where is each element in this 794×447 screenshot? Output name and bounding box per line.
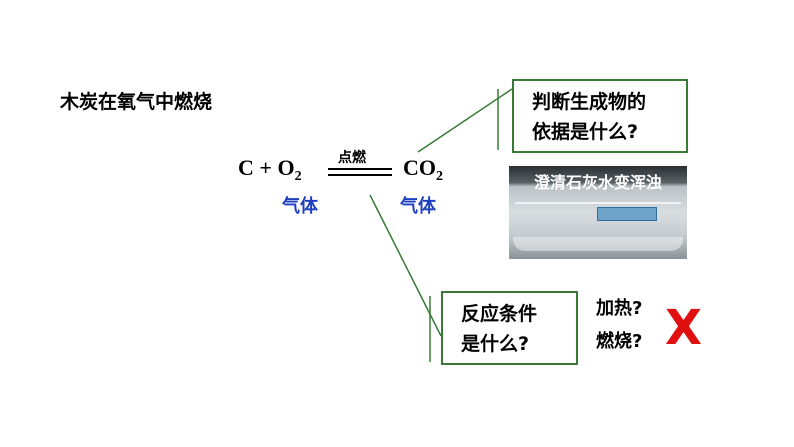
plus-sign: + (259, 155, 272, 180)
question-box-product: 判断生成物的 依据是什么? (512, 79, 688, 153)
equals-line-bottom (328, 174, 392, 176)
beaker-base (513, 237, 683, 251)
option-burning: 燃烧? (596, 331, 643, 352)
state-label-reactant: 气体 (282, 196, 318, 217)
question-condition-line1: 反应条件 (461, 303, 538, 325)
question-product-line1: 判断生成物的 (532, 91, 647, 113)
limewater-photo: 澄清石灰水变浑浊 (509, 166, 687, 259)
equation-product: CO2 (403, 155, 443, 185)
reactant-oxygen: O (277, 155, 295, 180)
condition-options: 加热? 燃烧? (596, 292, 642, 358)
connector-line-top (417, 88, 513, 153)
beaker-rim (515, 202, 681, 204)
reaction-condition: 点燃 (338, 150, 366, 166)
co2-subscript: 2 (436, 169, 443, 184)
question-condition-line2: 是什么? (461, 333, 530, 355)
wrong-mark-icon: X (665, 300, 703, 356)
beaker-label (597, 207, 657, 221)
equation-reactants: C + O2 (238, 155, 302, 185)
slide-title: 木炭在氧气中燃烧 (60, 91, 213, 113)
option-heating: 加热? (596, 298, 643, 319)
state-label-product: 气体 (400, 196, 436, 217)
question-product-line2: 依据是什么? (532, 121, 639, 143)
connector-line-bottom (369, 194, 442, 337)
photo-caption: 澄清石灰水变浑浊 (533, 173, 662, 192)
reactant-carbon: C (238, 155, 254, 180)
product-co: CO (403, 155, 436, 180)
oxygen-subscript: 2 (294, 169, 302, 184)
question-box-condition: 反应条件 是什么? (441, 291, 578, 365)
equals-line-top (328, 168, 392, 170)
